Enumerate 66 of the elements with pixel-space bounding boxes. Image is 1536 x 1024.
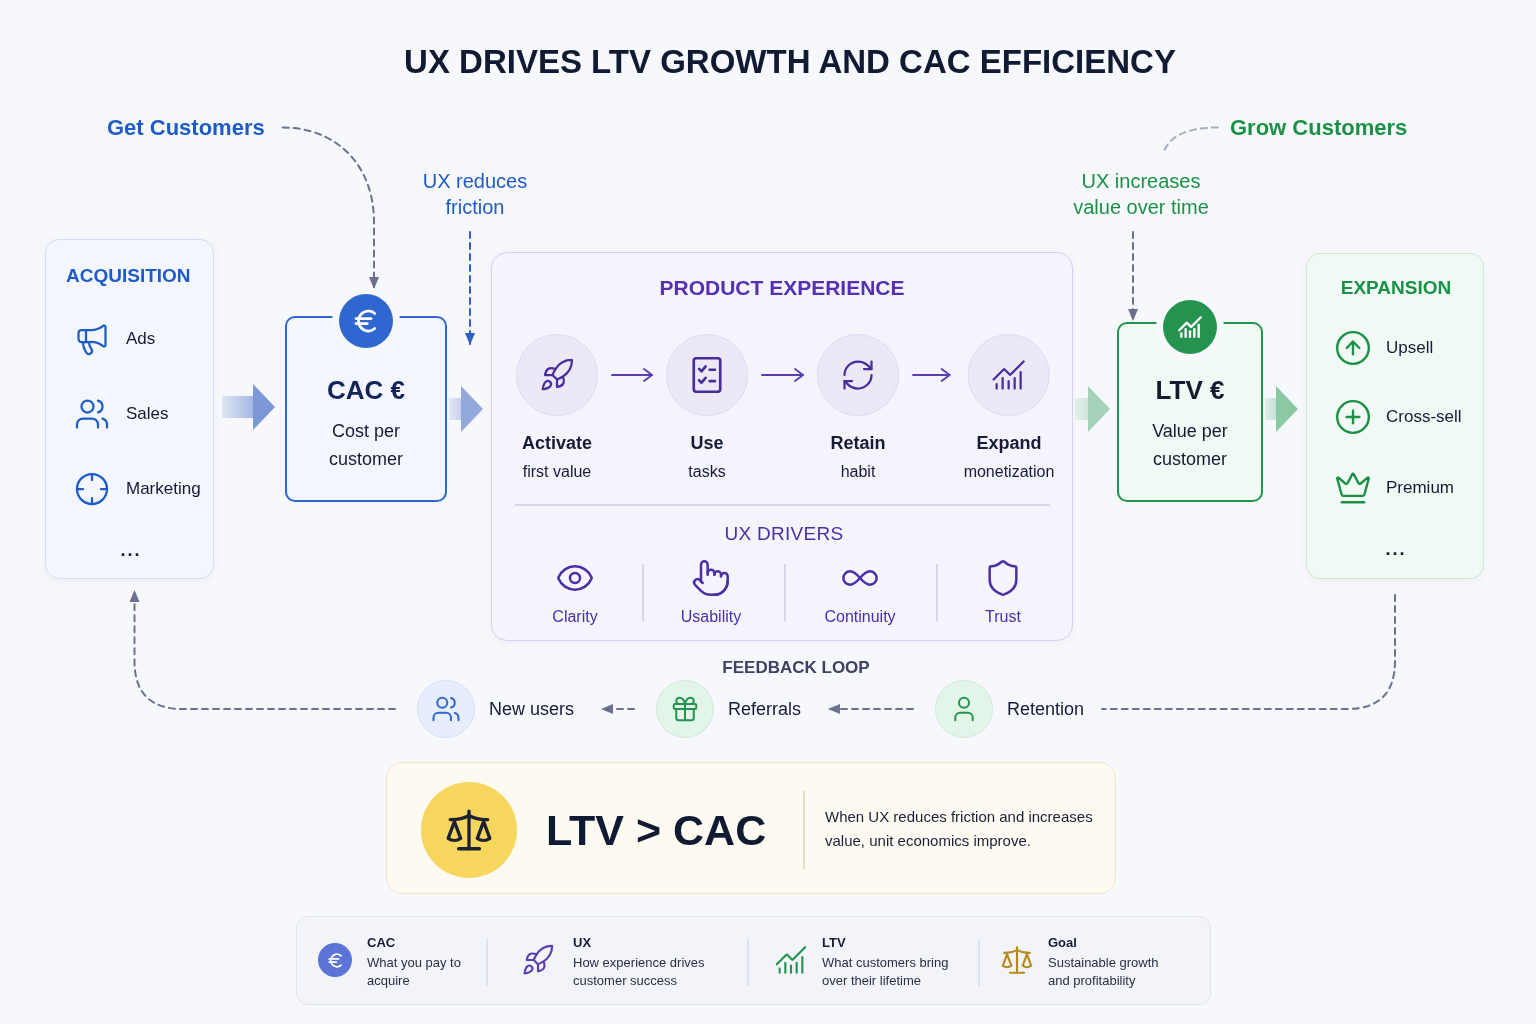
summary-card bbox=[386, 762, 1116, 894]
ellipsis-text: ... bbox=[1385, 538, 1407, 561]
block-arrow bbox=[449, 386, 483, 432]
annotation-text: Get Customers bbox=[107, 113, 265, 142]
step-title: Use bbox=[690, 432, 724, 455]
key-term: LTV bbox=[822, 934, 846, 952]
driver-label: Trust bbox=[985, 607, 1021, 627]
step-title: Retain bbox=[830, 432, 886, 455]
category-panel bbox=[45, 239, 214, 579]
item-label: Upsell bbox=[1386, 337, 1434, 359]
step-subtitle: habit bbox=[840, 462, 876, 482]
key-term: UX bbox=[573, 934, 592, 952]
arrow bbox=[912, 368, 951, 382]
category-panel bbox=[1306, 253, 1484, 579]
key-description: Sustainable growth and profitability bbox=[1048, 954, 1160, 990]
loop-label: Retention bbox=[1007, 698, 1085, 721]
driver-label: Continuity bbox=[824, 607, 896, 627]
loop-label: New users bbox=[489, 698, 575, 721]
key-bar bbox=[296, 916, 1211, 1005]
dashed-arrow bbox=[129, 590, 396, 710]
driver-label: Usability bbox=[680, 607, 742, 627]
key-term: CAC bbox=[367, 934, 396, 952]
panel-heading: EXPANSION bbox=[1340, 276, 1452, 300]
key-description: How experience drives customer success bbox=[573, 954, 706, 990]
panel-heading: ACQUISITION bbox=[66, 264, 191, 288]
item-label: Marketing bbox=[126, 478, 201, 500]
dashed-arrow bbox=[465, 231, 475, 345]
block-arrow bbox=[1265, 386, 1298, 432]
dashed-arrow bbox=[828, 704, 914, 714]
loop-label: Referrals bbox=[728, 698, 802, 721]
section-label: FEEDBACK LOOP bbox=[722, 657, 870, 679]
item-label: Ads bbox=[126, 328, 156, 350]
dashed-line bbox=[1101, 594, 1396, 710]
step-subtitle: monetization bbox=[963, 462, 1055, 482]
annotation-text: UX reduces friction bbox=[405, 168, 545, 220]
dashed-arrow bbox=[281, 126, 379, 289]
dashed-arrow bbox=[1128, 231, 1138, 321]
step-subtitle: first value bbox=[522, 462, 592, 482]
item-label: Premium bbox=[1386, 477, 1454, 499]
section-heading: UX DRIVERS bbox=[724, 522, 844, 546]
metric-subtitle: Value per customer bbox=[1151, 420, 1229, 471]
key-description: What customers bring over their lifetime bbox=[822, 954, 950, 990]
metric-title: LTV € bbox=[1155, 374, 1225, 406]
summary-note: When UX reduces friction and increases value, unit economics improve. bbox=[825, 807, 1094, 851]
annotation-text: Grow Customers bbox=[1230, 113, 1408, 142]
item-label: Sales bbox=[126, 403, 169, 425]
key-term: Goal bbox=[1048, 934, 1077, 952]
step-title: Expand bbox=[976, 432, 1042, 455]
block-arrow bbox=[222, 384, 275, 430]
panel-heading: PRODUCT EXPERIENCE bbox=[659, 275, 905, 301]
block-arrow bbox=[1075, 386, 1110, 432]
step-subtitle: tasks bbox=[688, 462, 726, 482]
dashed-arrow bbox=[601, 704, 635, 714]
metric-subtitle: Cost per customer bbox=[328, 420, 404, 471]
driver-label: Clarity bbox=[552, 607, 598, 627]
diagram-title: UX DRIVES LTV GROWTH AND CAC EFFICIENCY bbox=[403, 42, 1177, 82]
annotation-text: UX increases value over time bbox=[1057, 168, 1225, 220]
metric-title: CAC € bbox=[327, 374, 405, 406]
arrow bbox=[761, 368, 804, 382]
item-label: Cross-sell bbox=[1386, 406, 1462, 428]
ellipsis-text: ... bbox=[120, 539, 142, 562]
arrow bbox=[611, 368, 653, 382]
step-title: Activate bbox=[522, 432, 592, 455]
key-description: What you pay to acquire bbox=[367, 954, 462, 990]
formula-text: LTV > CAC bbox=[546, 805, 767, 856]
product-panel bbox=[491, 252, 1073, 641]
